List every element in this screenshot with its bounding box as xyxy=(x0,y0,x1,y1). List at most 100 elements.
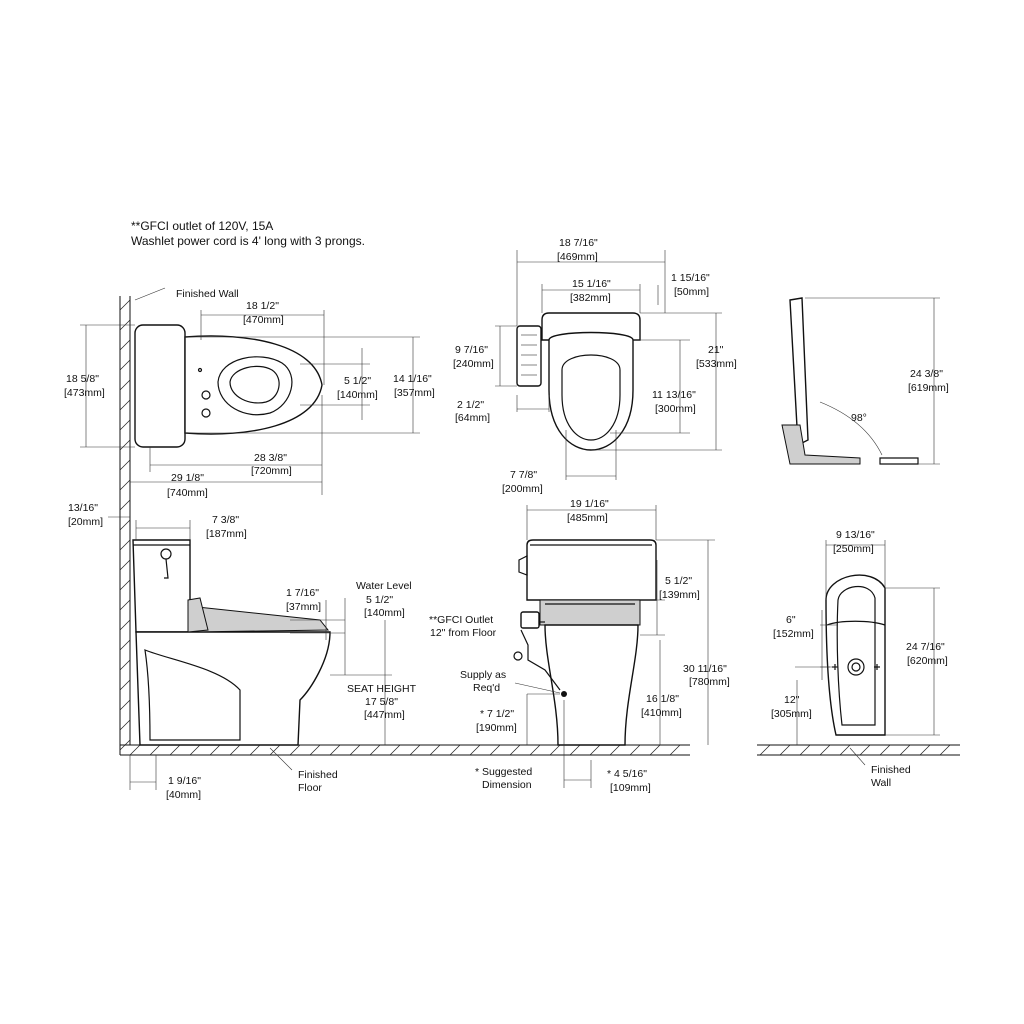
dim-13-16: 13/16" xyxy=(68,502,98,514)
dim-469mm: [469mm] xyxy=(557,251,598,263)
bowl-top xyxy=(184,335,323,435)
dim-17-5-8: 17 5/8" xyxy=(365,696,398,708)
supply-label-2: Req'd xyxy=(473,682,500,694)
dim-250mm: [250mm] xyxy=(833,543,874,555)
gfci-note: **GFCI outlet of 120V, 15A xyxy=(131,219,273,233)
seat-opening xyxy=(217,356,293,416)
dim-7-7-8: 7 7/8" xyxy=(510,469,537,481)
dim-21: 21" xyxy=(708,344,724,356)
dim-1-7-16: 1 7/16" xyxy=(286,587,319,599)
dim-152mm: [152mm] xyxy=(773,628,814,640)
dim-28-3-8: 28 3/8" xyxy=(254,452,287,464)
bowl-side xyxy=(135,631,331,746)
dim-9-7-16: 9 7/16" xyxy=(455,344,488,356)
dim-14-1-16: 14 1/16" xyxy=(393,373,432,385)
dim-20mm: [20mm] xyxy=(68,516,103,528)
dim-9-13-16: 9 13/16" xyxy=(836,529,875,541)
finished-floor-label-1: Finished xyxy=(298,769,338,781)
dim-7-3-8: 7 3/8" xyxy=(212,514,239,526)
tank-front xyxy=(526,539,657,601)
tank-top xyxy=(134,324,186,448)
dim-300mm: [300mm] xyxy=(655,403,696,415)
profile-view: 98° 24 3/8" [619mm] xyxy=(781,297,949,465)
dim-6: 6" xyxy=(786,614,796,626)
footprint-outline xyxy=(825,574,886,736)
dim-40mm: [40mm] xyxy=(166,789,201,801)
dim-620mm: [620mm] xyxy=(907,655,948,667)
seat-top-view: 18 7/16" [469mm] 15 1/16" [382mm] 1 15/1… xyxy=(453,237,737,495)
seat-height-label: SEAT HEIGHT xyxy=(347,683,417,695)
dim-470mm: [470mm] xyxy=(243,314,284,326)
dim-2-1-2: 2 1/2" xyxy=(457,399,484,411)
finished-wall-label: Finished Wall xyxy=(176,288,239,300)
dim-50mm: [50mm] xyxy=(674,286,709,298)
dim-7-1-2: * 7 1/2" xyxy=(480,708,514,720)
dim-357mm: [357mm] xyxy=(394,387,435,399)
top-view: 18 1/2" [470mm] 18 5/8" [473mm] 5 1/2" [… xyxy=(64,300,435,499)
dim-473mm: [473mm] xyxy=(64,387,105,399)
dim-12: 12" xyxy=(784,694,800,706)
side-view: 13/16" [20mm] 7 3/8" [187mm] 1 7/16" [37… xyxy=(68,502,690,801)
angle-label: 98° xyxy=(851,412,867,424)
front-view: 19 1/16" [485mm] 5 1/2" [139mm] 30 11/16… xyxy=(429,498,730,794)
dim-19-1-16: 19 1/16" xyxy=(570,498,609,510)
water-level-label: Water Level xyxy=(356,580,412,592)
gfci-outlet xyxy=(520,611,540,629)
dim-187mm: [187mm] xyxy=(206,528,247,540)
washlet-profile xyxy=(781,424,861,465)
dim-15-1-16: 15 1/16" xyxy=(572,278,611,290)
dim-1-9-16: 1 9/16" xyxy=(168,775,201,787)
left-wall: Finished Wall xyxy=(119,287,239,755)
dim-64mm: [64mm] xyxy=(455,412,490,424)
dim-190mm: [190mm] xyxy=(476,722,517,734)
dim-5-1-2-top: 5 1/2" xyxy=(344,375,371,387)
dim-140mm-side: [140mm] xyxy=(364,607,405,619)
dim-382mm: [382mm] xyxy=(570,292,611,304)
dim-410mm: [410mm] xyxy=(641,707,682,719)
finished-wall-label-2a: Finished xyxy=(871,764,911,776)
dim-24-3-8: 24 3/8" xyxy=(910,368,943,380)
gfci-outlet-label-2: 12" from Floor xyxy=(430,627,497,639)
dim-30-11-16: 30 11/16" xyxy=(683,663,727,675)
dim-18-7-16: 18 7/16" xyxy=(559,237,598,249)
seat-lid xyxy=(548,331,634,451)
dim-29-1-8: 29 1/8" xyxy=(171,472,204,484)
dim-37mm: [37mm] xyxy=(286,601,321,613)
dim-5-1-2-side: 5 1/2" xyxy=(366,594,393,606)
dim-16-1-8: 16 1/8" xyxy=(646,693,679,705)
dim-305mm: [305mm] xyxy=(771,708,812,720)
remote-control xyxy=(516,325,542,387)
gfci-outlet-label-1: **GFCI Outlet xyxy=(429,614,493,626)
dim-485mm: [485mm] xyxy=(567,512,608,524)
dim-11-13-16: 11 13/16" xyxy=(652,389,696,401)
bowl-front xyxy=(544,624,639,746)
washlet-front xyxy=(539,599,641,626)
supply-label-1: Supply as xyxy=(460,669,506,681)
dim-1-15-16: 1 15/16" xyxy=(671,272,710,284)
finished-floor-label-2: Floor xyxy=(298,782,322,794)
dim-447mm: [447mm] xyxy=(364,709,405,721)
cord-note: Washlet power cord is 4' long with 3 pro… xyxy=(131,234,365,248)
notes: **GFCI outlet of 120V, 15A Washlet power… xyxy=(131,219,365,248)
dim-139mm: [139mm] xyxy=(659,589,700,601)
dim-140mm-top: [140mm] xyxy=(337,389,378,401)
open-lid xyxy=(789,297,809,447)
dim-4-5-16: * 4 5/16" xyxy=(607,768,647,780)
finished-wall-label-2b: Wall xyxy=(871,777,891,789)
dim-740mm: [740mm] xyxy=(167,487,208,499)
bottom-view: 9 13/16" [250mm] 6" [152mm] 24 7/16" [62… xyxy=(757,529,960,789)
dim-780mm: [780mm] xyxy=(689,676,730,688)
dim-533mm: [533mm] xyxy=(696,358,737,370)
suggested-label-2: Dimension xyxy=(482,779,532,791)
dim-619mm: [619mm] xyxy=(908,382,949,394)
dim-18-5-8: 18 5/8" xyxy=(66,373,99,385)
dim-720mm: [720mm] xyxy=(251,465,292,477)
suggested-label-1: * Suggested xyxy=(475,766,532,778)
dim-109mm: [109mm] xyxy=(610,782,651,794)
dim-200mm: [200mm] xyxy=(502,483,543,495)
dim-5-1-2-front: 5 1/2" xyxy=(665,575,692,587)
dim-240mm: [240mm] xyxy=(453,358,494,370)
dim-18-1-2: 18 1/2" xyxy=(246,300,279,312)
dim-24-7-16: 24 7/16" xyxy=(906,641,945,653)
